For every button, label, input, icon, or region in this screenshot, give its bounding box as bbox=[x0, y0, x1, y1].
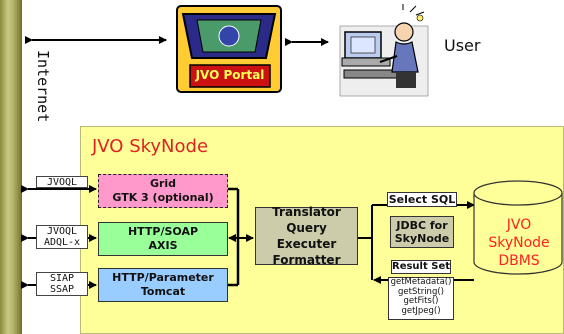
service-tomcat-line: Tomcat bbox=[140, 285, 186, 298]
dbms-line: SkyNode bbox=[488, 235, 550, 251]
select-sql-label: Select SQL bbox=[387, 192, 457, 207]
result-set-methods: getMetadata() getString() getFits() getJ… bbox=[388, 277, 454, 320]
protocol-tag-line: JVOQL bbox=[46, 226, 78, 237]
translator-line: Query Executer bbox=[276, 221, 337, 251]
result-set-title: Result Set bbox=[392, 261, 451, 272]
protocol-tag-jvoql-adql: JVOQL ADQL-x bbox=[36, 225, 88, 249]
method-item: getMetadata() bbox=[390, 277, 452, 287]
protocol-tag-siap-ssap: SIAP SSAP bbox=[36, 272, 88, 296]
service-grid-box: Grid GTK 3 (optional) bbox=[98, 174, 228, 208]
service-soap-box: HTTP/SOAP AXIS bbox=[98, 222, 228, 256]
protocol-tag-line: JVOQL bbox=[46, 177, 78, 188]
service-grid-line: GTK 3 (optional) bbox=[112, 191, 214, 204]
jdbc-line: SkyNode bbox=[394, 232, 450, 245]
translator-line: Formatter bbox=[272, 253, 341, 267]
protocol-tag-jvoql: JVOQL bbox=[36, 176, 88, 188]
service-soap-line: HTTP/SOAP bbox=[127, 225, 199, 238]
method-item: getJpeg() bbox=[401, 305, 441, 316]
method-item: getFits() bbox=[403, 296, 439, 306]
service-tomcat-box: HTTP/Parameter Tomcat bbox=[98, 268, 228, 302]
skynode-title: JVO SkyNode bbox=[92, 136, 209, 157]
service-tomcat-line: HTTP/Parameter bbox=[112, 271, 214, 284]
user-at-computer-icon bbox=[339, 4, 429, 97]
protocol-tag-line: SIAP bbox=[49, 273, 75, 284]
jdbc-box: JDBC for SkyNode bbox=[390, 216, 454, 248]
service-grid-line: Grid bbox=[149, 177, 177, 190]
portal-computer-icon bbox=[176, 5, 282, 93]
translator-box: Translator Query Executer Formatter bbox=[255, 205, 358, 267]
result-set-label: Result Set bbox=[391, 260, 451, 274]
dbms-cylinder bbox=[473, 180, 563, 275]
service-soap-line: AXIS bbox=[148, 239, 178, 252]
translator-line: Translator bbox=[272, 205, 341, 219]
protocol-tag-line: ADQL-x bbox=[43, 237, 81, 248]
method-item: getString() bbox=[398, 286, 444, 297]
dbms-line: JVO bbox=[506, 217, 532, 233]
dbms-label: JVO SkyNode DBMS bbox=[478, 216, 560, 270]
protocol-tag-line: SSAP bbox=[49, 284, 75, 295]
select-sql-text: Select SQL bbox=[388, 192, 456, 206]
portal-label: JVO Portal bbox=[195, 68, 265, 82]
jdbc-line: JDBC for bbox=[396, 219, 448, 232]
dbms-line: DBMS bbox=[498, 253, 540, 269]
internet-bar bbox=[0, 0, 22, 334]
user-label: User bbox=[444, 36, 481, 55]
